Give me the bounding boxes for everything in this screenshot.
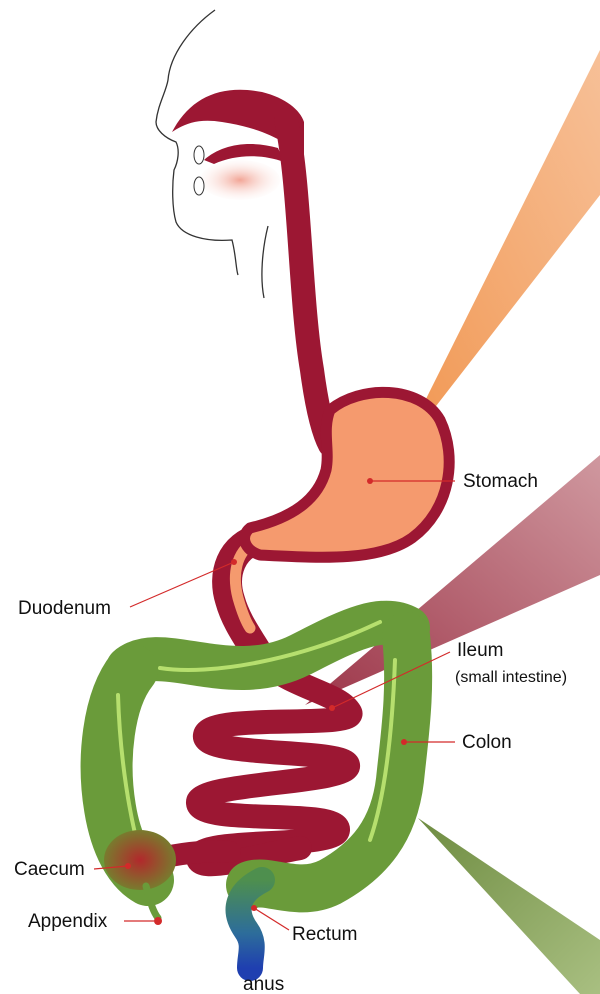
label-ileum-note: (small intestine) xyxy=(455,669,567,686)
label-rectum: Rectum xyxy=(292,924,357,945)
head-outline xyxy=(156,10,238,275)
colon-dot xyxy=(401,739,407,745)
label-colon: Colon xyxy=(462,732,512,753)
caecum-shape xyxy=(104,830,176,890)
rectum-dot xyxy=(251,905,257,911)
duodenum-dot xyxy=(231,559,237,565)
lower-tooth xyxy=(194,177,204,195)
stomach-dot xyxy=(367,478,373,484)
small-intestine xyxy=(198,662,350,864)
label-caecum: Caecum xyxy=(14,859,85,880)
label-anus: anus xyxy=(243,974,284,994)
label-stomach: Stomach xyxy=(463,471,538,492)
upper-tooth xyxy=(194,146,204,164)
label-ileum: Ileum xyxy=(457,640,503,661)
caecum-dot xyxy=(125,863,131,869)
oral-cavity-tint xyxy=(200,160,280,200)
rectum-shape xyxy=(239,880,262,968)
label-duodenum: Duodenum xyxy=(18,598,111,619)
appendix-tip xyxy=(154,917,162,925)
ileum-dot xyxy=(329,705,335,711)
label-appendix: Appendix xyxy=(28,911,108,932)
esophagus xyxy=(286,120,330,445)
green-beam xyxy=(418,818,600,994)
neck-outline xyxy=(262,226,268,298)
stomach-shape xyxy=(245,392,450,557)
orange-beam xyxy=(398,50,600,455)
